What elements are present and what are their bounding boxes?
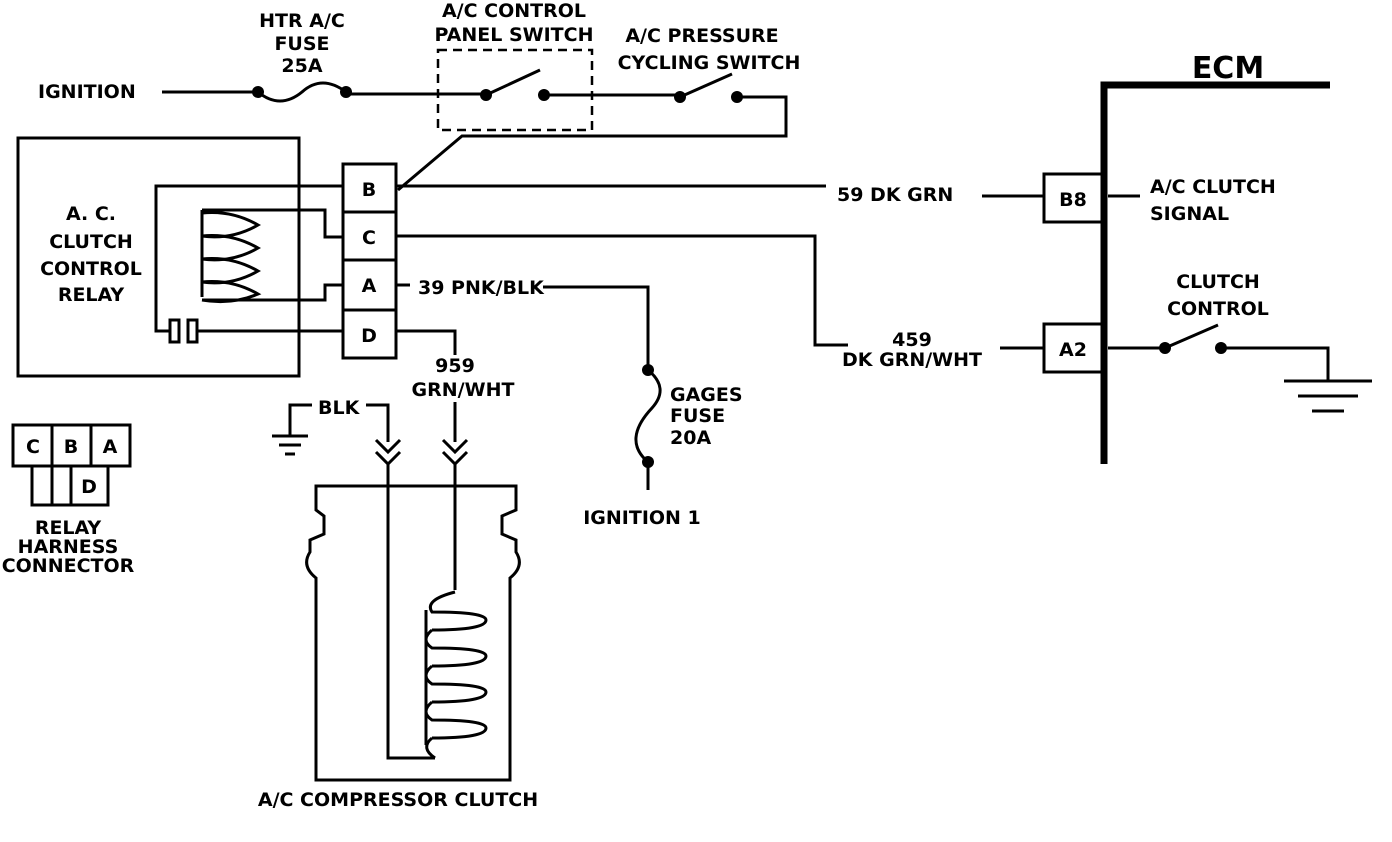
htr-fuse-label-3: 25A bbox=[281, 55, 322, 77]
pin-b-label: B bbox=[362, 179, 376, 201]
pin-b-to-contact-wire bbox=[154, 184, 343, 333]
wire-39-label: 39 PNK/BLK bbox=[418, 277, 545, 299]
ecm-pin-b8-label: B8 bbox=[1059, 189, 1087, 211]
gages-label-3: 20A bbox=[670, 427, 711, 449]
compressor-label: A/C COMPRESSOR CLUTCH bbox=[258, 789, 538, 811]
pressure-switch-label-2: CYCLING SWITCH bbox=[618, 52, 801, 74]
wire-959-label-2: GRN/WHT bbox=[412, 379, 515, 401]
relay-harness-connector bbox=[11, 423, 132, 507]
clutch-signal-label-1: A/C CLUTCH bbox=[1150, 176, 1276, 198]
compressor-coil bbox=[424, 590, 488, 760]
pin-a bbox=[341, 258, 398, 312]
ecm-pin-b8 bbox=[1042, 172, 1104, 224]
pressure-switch-blade bbox=[679, 72, 733, 99]
harness-label-3: CONNECTOR bbox=[2, 555, 135, 577]
ignition-label: IGNITION bbox=[38, 81, 136, 103]
pin-a-label: A bbox=[362, 275, 377, 297]
harness-label-2: HARNESS bbox=[18, 536, 119, 558]
wire-459-label-2: DK GRN/WHT bbox=[842, 349, 982, 371]
clutch-control-label-1: CLUTCH bbox=[1176, 271, 1260, 293]
pin-c-label: C bbox=[362, 227, 376, 249]
relay-label-2: CLUTCH bbox=[49, 231, 133, 253]
blk-label: BLK bbox=[318, 397, 361, 419]
wire-459-left bbox=[396, 234, 848, 347]
ecm-boundary bbox=[1100, 81, 1330, 464]
blk-ground-symbol bbox=[272, 434, 308, 456]
pin-d-label: D bbox=[361, 325, 377, 347]
relay-box bbox=[16, 136, 301, 378]
ignition1-label: IGNITION 1 bbox=[583, 507, 701, 529]
harness-pin-b: B bbox=[64, 436, 78, 458]
harness-pin-a: A bbox=[103, 436, 118, 458]
wire-959-label-1: 959 bbox=[435, 355, 475, 377]
gages-fuse-element bbox=[634, 368, 662, 464]
panel-switch-blade bbox=[485, 68, 541, 97]
relay-label-1: A. C. bbox=[66, 203, 116, 225]
coil-to-pin-c-wire bbox=[202, 208, 343, 239]
blk-wire-drop bbox=[366, 403, 390, 442]
pin-b bbox=[341, 162, 398, 214]
gages-label-1: GAGES bbox=[670, 384, 743, 406]
relay-label-4: RELAY bbox=[58, 284, 125, 306]
pressure-switch-label-1: A/C PRESSURE bbox=[625, 25, 778, 47]
coil-to-pin-a-wire bbox=[202, 283, 343, 302]
wire-39-run bbox=[543, 285, 650, 370]
wire-459-label-1: 459 bbox=[892, 329, 932, 351]
pin-d bbox=[341, 308, 398, 360]
ecm-pin-a2 bbox=[1042, 322, 1104, 374]
panel-switch-dashed-box bbox=[436, 48, 594, 132]
relay-contact-left bbox=[168, 318, 181, 344]
ecm-label: ECM bbox=[1192, 51, 1264, 86]
harness-pin-d: D bbox=[81, 476, 97, 498]
relay-coil bbox=[200, 210, 262, 303]
clutch-control-label-2: CONTROL bbox=[1167, 298, 1269, 320]
ecm-pin-a2-label: A2 bbox=[1059, 339, 1087, 361]
compressor-wire-left bbox=[386, 464, 435, 760]
pressure-switch-to-pin-b-wire bbox=[397, 95, 788, 192]
ecm-ground-symbol bbox=[1284, 379, 1372, 413]
relay-contact-right bbox=[186, 318, 199, 344]
compressor-body bbox=[305, 484, 521, 782]
wire-59-label: 59 DK GRN bbox=[837, 184, 953, 206]
blk-ground-wire bbox=[288, 403, 312, 436]
clutch-signal-label-2: SIGNAL bbox=[1150, 203, 1229, 225]
htr-fuse-element bbox=[257, 81, 347, 103]
htr-fuse-label-1: HTR A/C bbox=[259, 10, 345, 32]
panel-switch-label-1: A/C CONTROL bbox=[442, 0, 586, 22]
clutch-control-blade bbox=[1164, 323, 1219, 350]
panel-switch-label-2: PANEL SWITCH bbox=[434, 24, 593, 46]
wire-959-top bbox=[396, 329, 457, 355]
relay-label-3: CONTROL bbox=[40, 258, 142, 280]
clutch-control-ground-wire bbox=[1221, 346, 1330, 380]
htr-fuse-label-2: FUSE bbox=[274, 33, 329, 55]
connector-chevrons bbox=[374, 438, 469, 467]
harness-label-1: RELAY bbox=[35, 517, 102, 539]
fuse-terminal-right bbox=[340, 86, 352, 98]
gages-label-2: FUSE bbox=[670, 405, 725, 427]
harness-pin-c: C bbox=[26, 436, 40, 458]
